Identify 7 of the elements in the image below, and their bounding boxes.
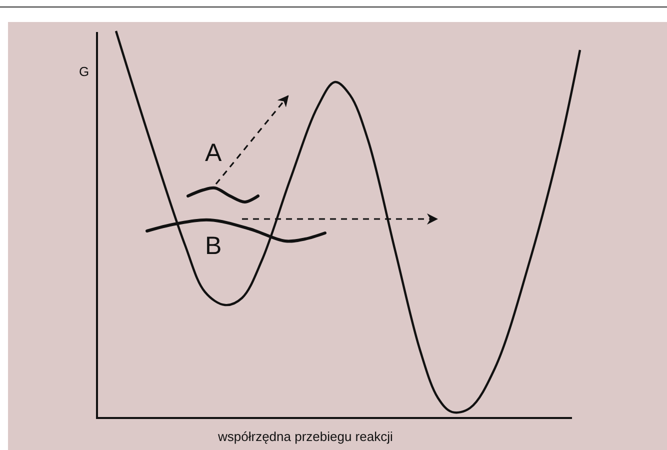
axis-label: współrzędna przebiegu reakcji (218, 430, 393, 443)
dashed-arrow (215, 95, 289, 184)
curve-label: A (205, 141, 222, 166)
curve-label: B (205, 234, 222, 259)
dashed-arrow (242, 213, 438, 225)
axis-label: G (79, 65, 90, 78)
wave-function (186, 186, 260, 204)
